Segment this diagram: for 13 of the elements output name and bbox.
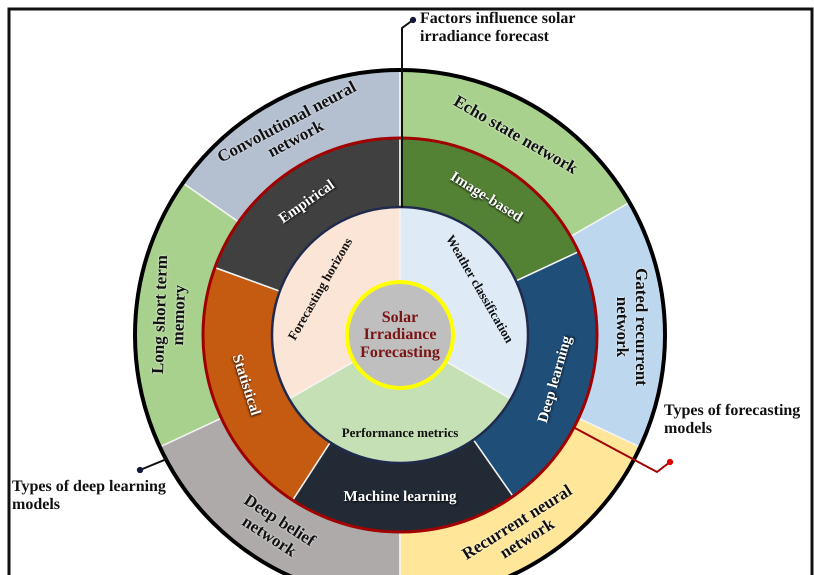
- segment-label: Long short term memory: [148, 254, 190, 376]
- callout-label: Factors influence solar irradiance forecast: [420, 10, 576, 46]
- center-title: Solar Irradiance Forecasting: [359, 308, 441, 362]
- leader-line: [572, 426, 674, 474]
- segment-label: Machine learning: [344, 488, 456, 506]
- segment-label: Gated recurrent network: [612, 266, 650, 388]
- leader-line: [401, 16, 416, 208]
- callout-label: Types of deep learning models: [12, 478, 167, 514]
- callout-label: Types of forecasting models: [664, 402, 802, 438]
- ring-segment: [288, 360, 512, 464]
- segment-label: Performance metrics: [342, 426, 458, 440]
- center-circle: [345, 280, 455, 390]
- leader-line: [136, 458, 168, 474]
